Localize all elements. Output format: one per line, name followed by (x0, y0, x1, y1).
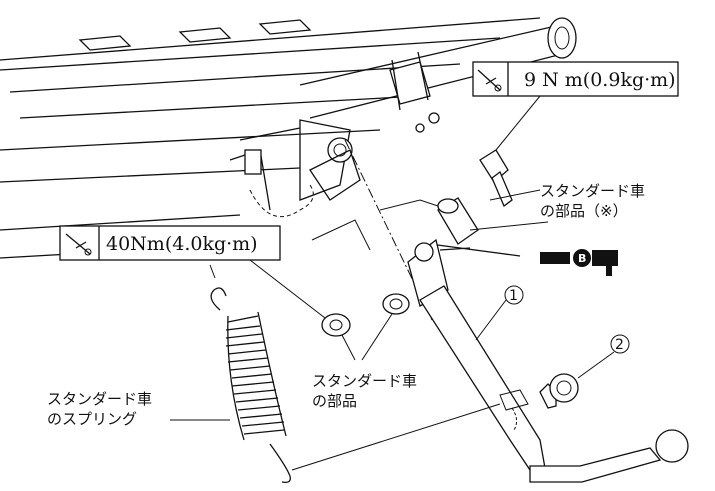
callout-2: 2 (577, 334, 630, 379)
spring-line1: スタンダード車 (47, 390, 152, 408)
torque-left-value: 40Nm(4.0kg·m) (106, 233, 258, 255)
stand-parts-label-top: スタンダード車 の部品（※） (469, 182, 645, 231)
grease-mark-b: B (578, 252, 586, 265)
spring-line2: のスプリング (47, 410, 137, 428)
stand-spring (210, 287, 501, 484)
stand-stopper (539, 373, 579, 409)
torque-spec-left: 40Nm(4.0kg·m) (59, 225, 326, 319)
spring-label: スタンダード車 のスプリング (47, 390, 230, 428)
torque-wrench-icon (477, 69, 502, 92)
callout-1: 1 (475, 285, 524, 341)
callout-1-label: 1 (509, 288, 518, 304)
torque-spec-top: 9 N m(0.9kg·m) (472, 61, 679, 151)
stand-parts-label-mid: スタンダード車 の部品 (312, 372, 417, 410)
torque-top-value: 9 N m(0.9kg·m) (524, 69, 676, 91)
stand-parts-top-line2: の部品（※） (540, 202, 628, 220)
stand-bolt (437, 149, 513, 245)
side-stand (407, 238, 689, 483)
washers (321, 293, 410, 361)
grease-marker: B (429, 243, 618, 276)
stand-parts-mid-line2: の部品 (312, 392, 357, 410)
stand-parts-top-line1: スタンダード車 (540, 182, 645, 200)
callout-2-label: 2 (615, 337, 624, 353)
torque-wrench-icon (65, 233, 92, 256)
stand-parts-mid-line1: スタンダード車 (312, 372, 417, 390)
